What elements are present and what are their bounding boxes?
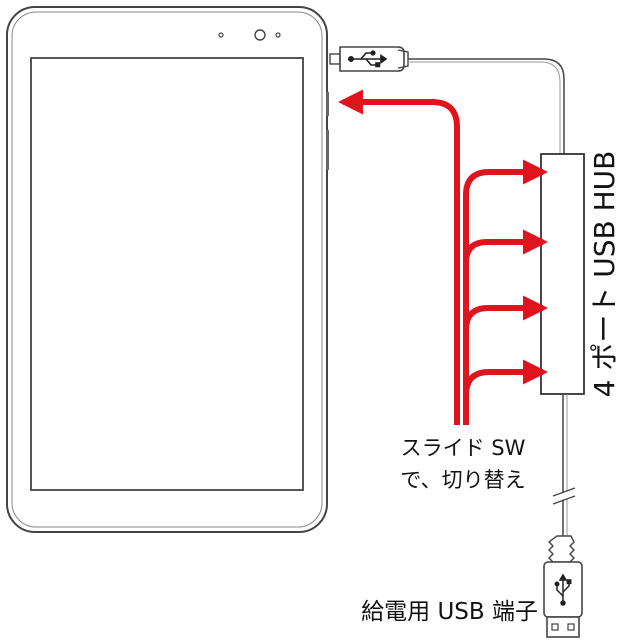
tablet-frame-inner bbox=[11, 11, 323, 528]
indicator-icon bbox=[275, 32, 281, 38]
light-sensor-icon bbox=[218, 32, 224, 38]
cable-top-double bbox=[408, 61, 561, 154]
arrow-to-port-4 bbox=[463, 359, 549, 425]
power-port-label: 給電用 USB 端子 bbox=[361, 599, 538, 625]
usb-a-strain-relief bbox=[547, 535, 575, 563]
cable-break-mark bbox=[552, 487, 576, 505]
arrow-to-port-2 bbox=[463, 229, 549, 425]
arrow-to-port-1 bbox=[463, 159, 549, 425]
usb-a-plug bbox=[543, 535, 583, 638]
power-button bbox=[326, 92, 329, 116]
usb-hub-box bbox=[540, 153, 585, 395]
micro-usb-plug bbox=[329, 46, 409, 72]
switch-label-line1: スライド SW bbox=[401, 436, 526, 460]
usb-a-pin-right bbox=[567, 623, 575, 631]
hub-label: 4 ポート USB HUB bbox=[588, 151, 621, 398]
switch-arrows bbox=[337, 89, 549, 425]
usb-a-pin-left bbox=[551, 623, 559, 631]
usb-icon bbox=[554, 573, 572, 606]
tablet bbox=[6, 6, 329, 533]
front-camera-icon bbox=[254, 29, 266, 41]
cable-top bbox=[408, 58, 565, 154]
arrow-to-tablet bbox=[337, 89, 460, 425]
switch-label-line2: で、切り替え bbox=[400, 468, 525, 492]
volume-button bbox=[326, 130, 329, 170]
tablet-screen bbox=[30, 57, 304, 491]
arrow-to-port-3 bbox=[463, 295, 549, 425]
micro-usb-tip bbox=[329, 53, 341, 65]
usb-a-connector bbox=[546, 616, 580, 638]
usb-icon bbox=[347, 50, 388, 68]
